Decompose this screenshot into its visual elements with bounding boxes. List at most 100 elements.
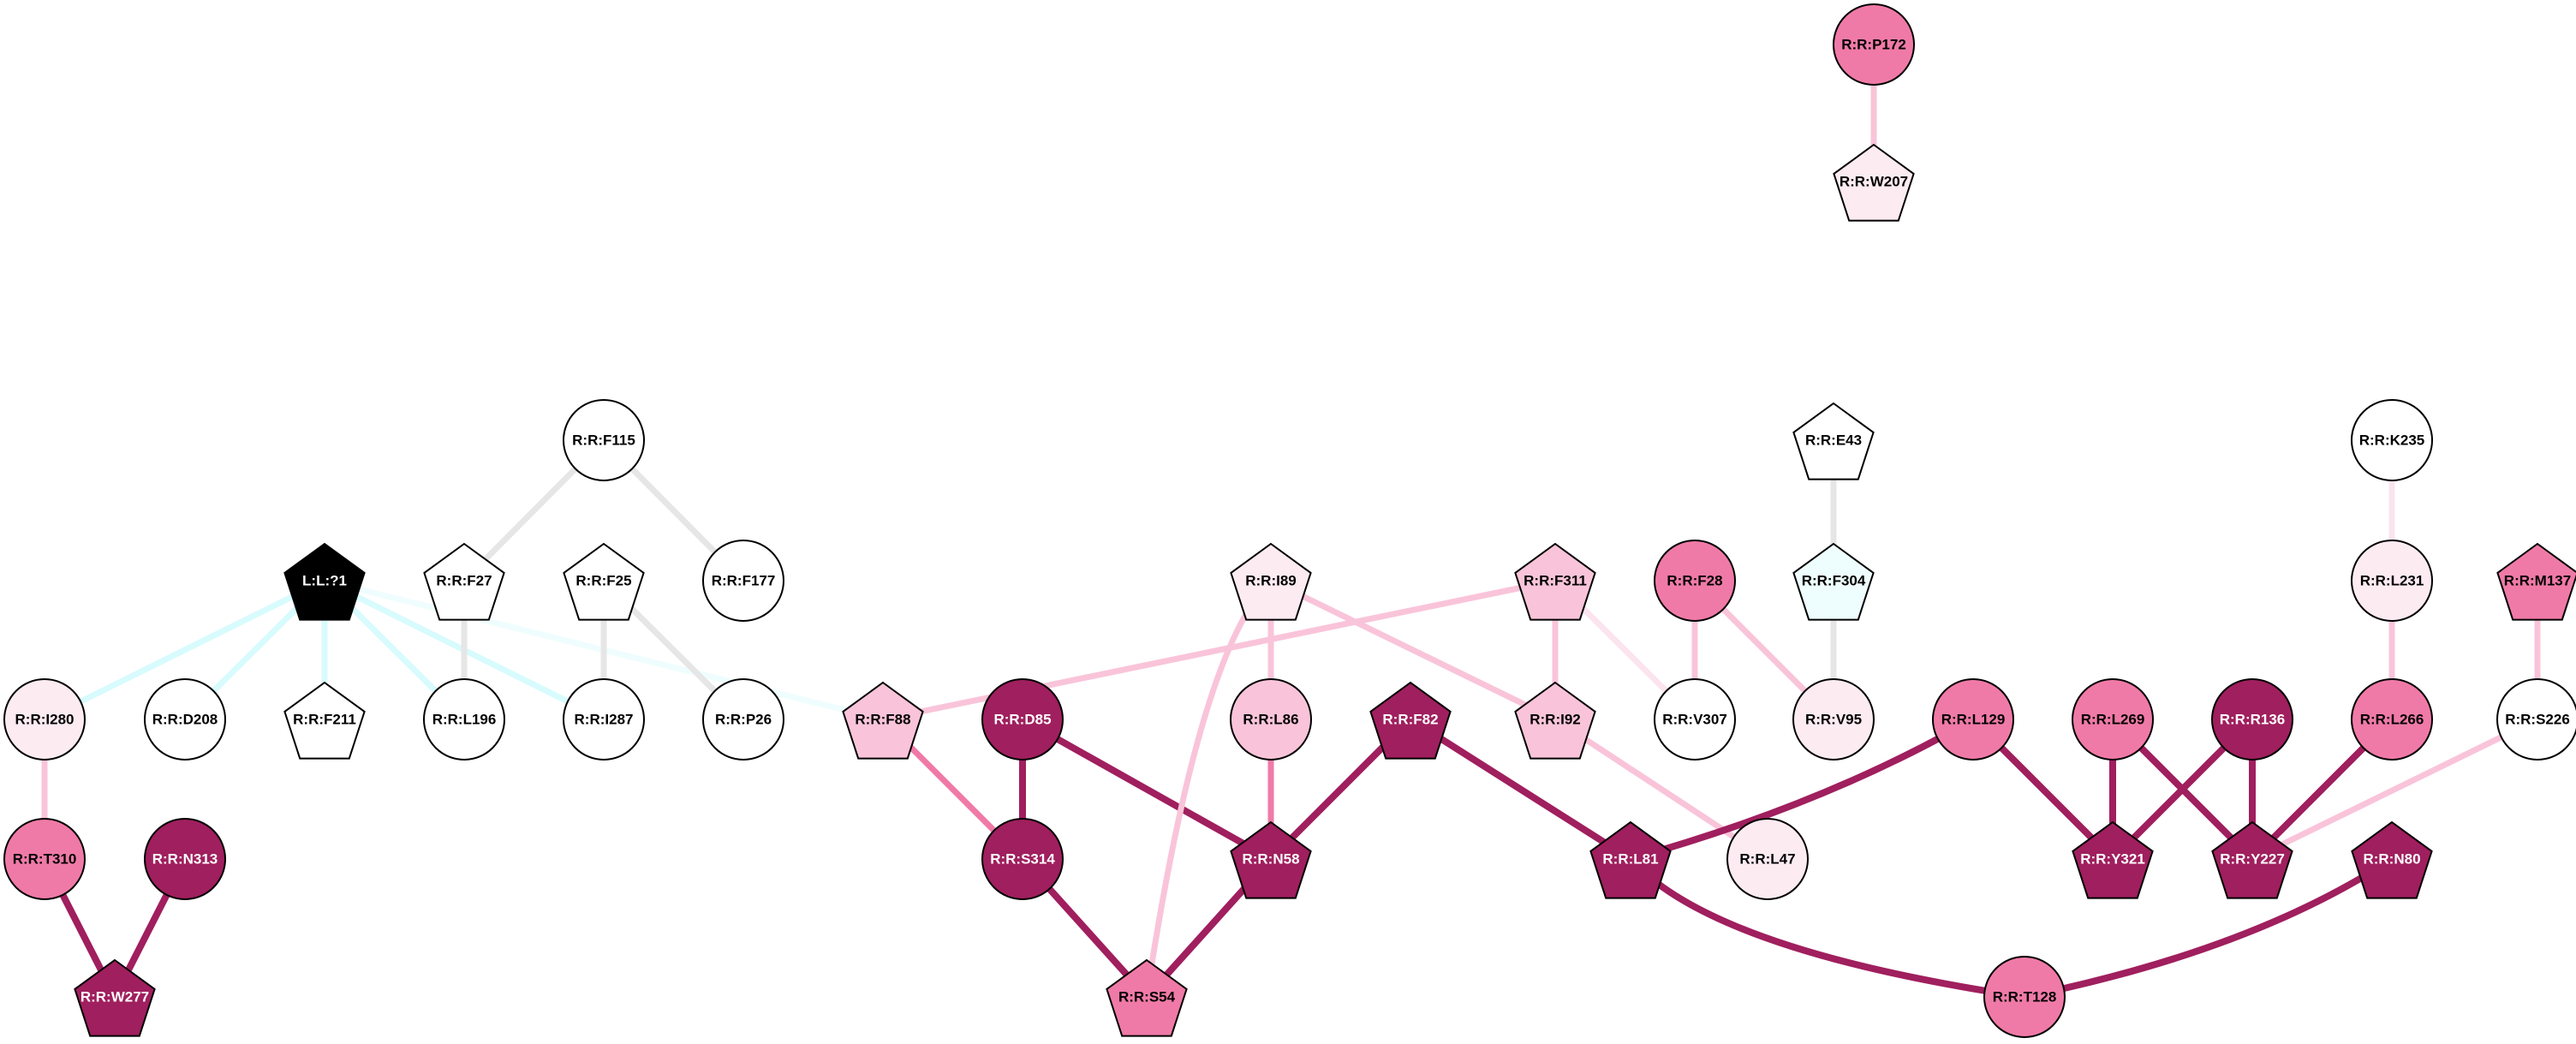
node-rrm137[interactable]: R:R:M137 [2496, 542, 2576, 621]
node-label: R:R:F211 [293, 712, 356, 728]
pentagon-shape [2072, 820, 2154, 899]
node-rrv307[interactable]: R:R:V307 [1654, 678, 1736, 761]
node-rrs54[interactable]: R:R:S54 [1106, 958, 1188, 1037]
node-label: R:R:R136 [2220, 712, 2286, 728]
node-rrp26[interactable]: R:R:P26 [702, 678, 784, 761]
circle-shape [144, 678, 226, 761]
circle-shape [2351, 399, 2433, 481]
node-rry227[interactable]: R:R:Y227 [2211, 820, 2293, 899]
node-rrl266[interactable]: R:R:L266 [2351, 678, 2433, 761]
pentagon-shape [1514, 681, 1596, 760]
node-label: R:R:P26 [715, 712, 772, 728]
pentagon-shape [1514, 542, 1596, 621]
node-rrl47[interactable]: R:R:L47 [1726, 818, 1809, 900]
node-label: L:L:?1 [302, 573, 347, 589]
node-label: R:R:L231 [2360, 573, 2424, 589]
circle-shape [981, 818, 1064, 900]
node-rrf115[interactable]: R:R:F115 [563, 399, 645, 481]
edge-RRS226-RRY227 [2249, 716, 2541, 862]
pentagon-shape [283, 542, 366, 621]
node-rrl129[interactable]: R:R:L129 [1932, 678, 2014, 761]
circle-shape [702, 540, 784, 622]
node-label: R:R:F304 [1802, 573, 1866, 589]
edge-RRL129-RRL81 [1627, 716, 1977, 862]
pentagon-shape [563, 542, 645, 621]
node-rre43[interactable]: R:R:E43 [1792, 402, 1875, 480]
node-label: R:R:I89 [1245, 573, 1297, 589]
node-label: R:R:D85 [993, 712, 1051, 728]
circle-shape [702, 678, 784, 761]
node-rrf28[interactable]: R:R:F28 [1654, 540, 1736, 622]
node-rrn313[interactable]: R:R:N313 [144, 818, 226, 900]
node-rrv95[interactable]: R:R:V95 [1792, 678, 1875, 761]
node-rrf177[interactable]: R:R:F177 [702, 540, 784, 622]
node-label: R:R:N313 [152, 851, 218, 868]
node-rri89[interactable]: R:R:I89 [1230, 542, 1312, 621]
circle-shape [2211, 678, 2293, 761]
node-ll1[interactable]: L:L:?1 [283, 542, 366, 621]
node-rrf82[interactable]: R:R:F82 [1369, 681, 1452, 760]
circle-shape [144, 818, 226, 900]
node-rrd208[interactable]: R:R:D208 [144, 678, 226, 761]
node-label: R:R:F28 [1667, 573, 1722, 589]
pentagon-shape [1792, 542, 1875, 621]
pentagon-shape [1106, 958, 1188, 1037]
node-label: R:R:F311 [1524, 573, 1587, 589]
node-rrt128[interactable]: R:R:T128 [1983, 956, 2066, 1038]
pentagon-shape [2496, 542, 2576, 621]
node-rrf304[interactable]: R:R:F304 [1792, 542, 1875, 621]
circle-shape [981, 678, 1064, 761]
node-rrl269[interactable]: R:R:L269 [2072, 678, 2154, 761]
node-rrf311[interactable]: R:R:F311 [1514, 542, 1596, 621]
node-rrd85[interactable]: R:R:D85 [981, 678, 1064, 761]
node-rrw207[interactable]: R:R:W207 [1833, 143, 1915, 222]
node-rrw277[interactable]: R:R:W277 [74, 958, 156, 1037]
node-label: R:R:I280 [15, 712, 75, 728]
node-label: R:R:F82 [1382, 712, 1438, 728]
node-label: R:R:T310 [13, 851, 77, 868]
pentagon-shape [2351, 820, 2433, 899]
circle-shape [1726, 818, 1809, 900]
circle-shape [1983, 956, 2066, 1038]
node-rrn80[interactable]: R:R:N80 [2351, 820, 2433, 899]
node-rrf211[interactable]: R:R:F211 [283, 681, 366, 760]
circle-shape [563, 678, 645, 761]
node-rrl81[interactable]: R:R:L81 [1589, 820, 1672, 899]
node-rry321[interactable]: R:R:Y321 [2072, 820, 2154, 899]
node-rri287[interactable]: R:R:I287 [563, 678, 645, 761]
pentagon-shape [423, 542, 505, 621]
node-rrl86[interactable]: R:R:L86 [1230, 678, 1312, 761]
pentagon-shape [283, 681, 366, 760]
node-label: R:R:W277 [80, 989, 149, 1005]
node-rri92[interactable]: R:R:I92 [1514, 681, 1596, 760]
node-label: R:R:W207 [1840, 174, 1908, 190]
circle-shape [2351, 540, 2433, 622]
node-rrk235[interactable]: R:R:K235 [2351, 399, 2433, 481]
pentagon-shape [842, 681, 924, 760]
node-rrr136[interactable]: R:R:R136 [2211, 678, 2293, 761]
node-label: R:R:F27 [436, 573, 492, 589]
node-rrs226[interactable]: R:R:S226 [2496, 678, 2576, 761]
node-label: R:R:K235 [2359, 433, 2425, 449]
circle-shape [1833, 3, 1915, 86]
node-rrl196[interactable]: R:R:L196 [423, 678, 505, 761]
node-rrn58[interactable]: R:R:N58 [1230, 820, 1312, 899]
edge-RRN80-RRT128 [2021, 856, 2395, 1000]
node-label: R:R:F115 [572, 433, 635, 449]
node-rrl231[interactable]: R:R:L231 [2351, 540, 2433, 622]
circle-shape [2351, 678, 2433, 761]
node-label: R:R:F25 [575, 573, 631, 589]
node-label: R:R:S226 [2505, 712, 2570, 728]
node-rrp172[interactable]: R:R:P172 [1833, 3, 1915, 86]
node-rrt310[interactable]: R:R:T310 [3, 818, 86, 900]
node-label: R:R:L129 [1941, 712, 2006, 728]
node-rrs314[interactable]: R:R:S314 [981, 818, 1064, 900]
node-rri280[interactable]: R:R:I280 [3, 678, 86, 761]
node-rrf25[interactable]: R:R:F25 [563, 542, 645, 621]
node-rrf27[interactable]: R:R:F27 [423, 542, 505, 621]
node-label: R:R:P172 [1841, 37, 1906, 53]
node-rrf88[interactable]: R:R:F88 [842, 681, 924, 760]
edge-RRD85-RRN58 [1019, 716, 1274, 862]
